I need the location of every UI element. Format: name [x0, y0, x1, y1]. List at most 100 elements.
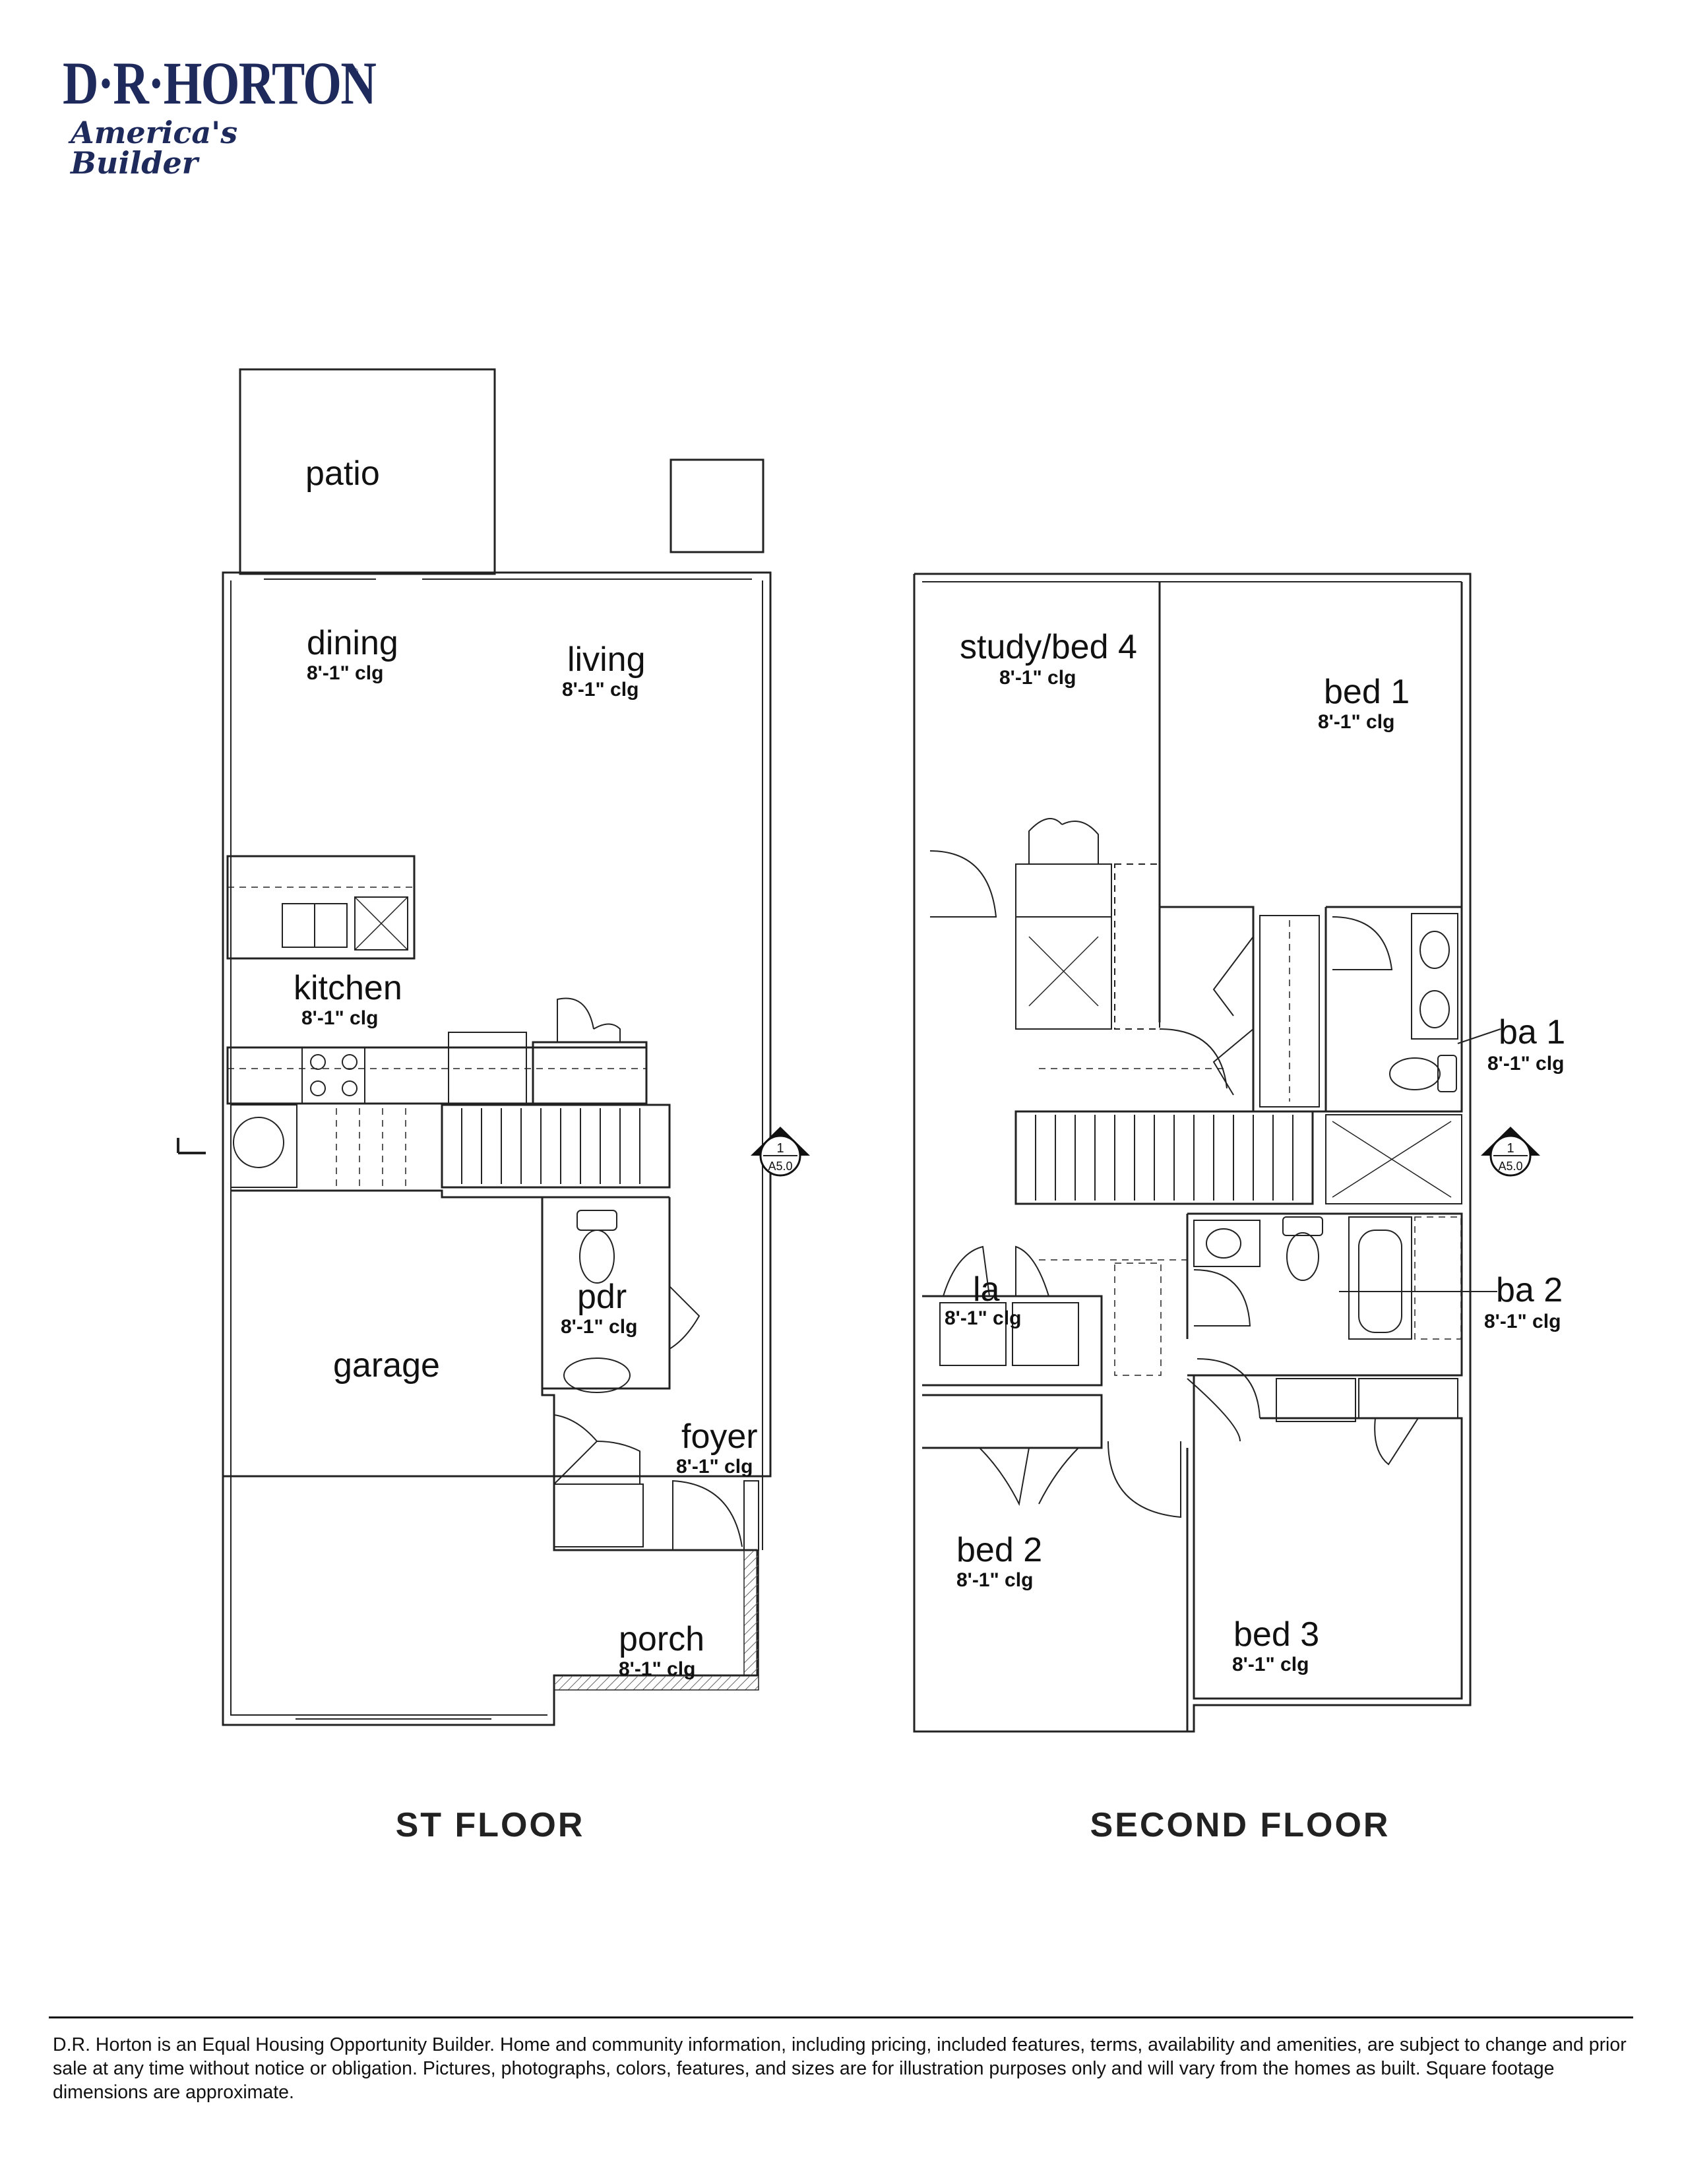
- label-bed3: bed 3: [1233, 1615, 1319, 1654]
- brand-registered-mark: ®: [352, 66, 359, 77]
- label-garage: garage: [333, 1346, 440, 1385]
- ba2-tub-inner: [1358, 1230, 1402, 1333]
- section-sheet-second: A5.0: [1498, 1160, 1522, 1173]
- burner-3: [310, 1080, 326, 1096]
- label-la: la: [973, 1270, 1000, 1309]
- water-heater-closet: [230, 1104, 297, 1188]
- pantry-door-swing: [557, 997, 594, 1042]
- label-pdr-clg: 8'-1" clg: [561, 1316, 637, 1338]
- porch-hatch-bottom: [553, 1675, 759, 1691]
- kitchen-island: [226, 855, 416, 960]
- ba2-tub: [1348, 1216, 1412, 1340]
- label-dining: dining: [307, 624, 398, 662]
- bed2-closet-door-2: [1038, 1447, 1079, 1505]
- bed1-closet-door-2: [1212, 1028, 1254, 1096]
- bed2-closet-door: [979, 1447, 1030, 1507]
- label-bed1-clg: 8'-1" clg: [1318, 711, 1394, 733]
- label-bed2-clg: 8'-1" clg: [956, 1569, 1033, 1591]
- burner-2: [342, 1054, 358, 1070]
- label-ba1: ba 1: [1499, 1013, 1565, 1051]
- first-floor-outer-wall: [222, 573, 759, 1726]
- label-bed2: bed 2: [956, 1531, 1042, 1569]
- label-bed1: bed 1: [1324, 673, 1410, 711]
- label-ba2: ba 2: [1496, 1271, 1563, 1309]
- bed1-bottom-wall: [1160, 906, 1255, 1111]
- burner-1: [310, 1054, 326, 1070]
- brand-tagline: America's Builder: [71, 115, 238, 181]
- powder-room-wall: [541, 1197, 671, 1390]
- floor-plans: patio dining 8'-1" clg living 8'-1" clg …: [177, 368, 1565, 1733]
- label-foyer-clg: 8'-1" clg: [676, 1456, 753, 1478]
- label-study-clg: 8'-1" clg: [999, 667, 1076, 689]
- ac-pad: [670, 458, 764, 553]
- label-ba1-clg: 8'-1" clg: [1487, 1053, 1564, 1075]
- study-closet-door-2: [1061, 821, 1099, 864]
- first-floor-title: ST FLOOR: [395, 1806, 585, 1844]
- laundry-door-2: [1015, 1245, 1049, 1297]
- bed3-closet: [1276, 1378, 1356, 1422]
- ba1-sink-1: [1419, 931, 1450, 969]
- patio-slab: [239, 368, 496, 575]
- second-floor-stairs: [1014, 1110, 1314, 1205]
- study-closet-door: [1028, 818, 1063, 864]
- kitchen-counter: [226, 1046, 648, 1105]
- refrigerator: [448, 1032, 527, 1104]
- ba2-closet: [1358, 1378, 1458, 1419]
- dryer: [1012, 1302, 1079, 1366]
- toilet-tank-pdr: [576, 1210, 617, 1231]
- study-closet: [1015, 863, 1112, 918]
- second-floor-title: SECOND FLOOR: [1090, 1806, 1390, 1844]
- closet-door-swing-2: [596, 1441, 640, 1484]
- laundry-door: [943, 1245, 990, 1297]
- label-bed3-clg: 8'-1" clg: [1232, 1654, 1309, 1675]
- second-floor-plan: [913, 573, 1540, 1733]
- label-porch: porch: [619, 1620, 704, 1658]
- label-living-clg: 8'-1" clg: [562, 679, 639, 701]
- label-study: study/bed 4: [960, 628, 1137, 666]
- section-number-first: 1: [776, 1141, 784, 1156]
- label-kitchen-clg: 8'-1" clg: [301, 1007, 378, 1029]
- coat-closet: [553, 1483, 644, 1547]
- pdr-sink: [563, 1357, 631, 1393]
- pantry-wall: [532, 1041, 648, 1105]
- foyer-closet-wall: [541, 1388, 757, 1551]
- second-stair-treads: [1035, 1115, 1293, 1201]
- footer-divider: [49, 2016, 1633, 2018]
- label-porch-clg: 8'-1" clg: [619, 1658, 695, 1680]
- ba1-door-swing: [1332, 916, 1393, 970]
- porch-hatch-side: [743, 1549, 759, 1676]
- brand-name: D·R·HORTON: [63, 49, 377, 117]
- front-door-sidelight: [743, 1480, 759, 1551]
- closet-door-swing: [553, 1414, 598, 1485]
- label-la-clg: 8'-1" clg: [945, 1307, 1021, 1329]
- water-heater: [233, 1117, 284, 1168]
- label-pdr: pdr: [577, 1278, 627, 1316]
- second-floor-exterior: [913, 573, 1472, 1733]
- disclaimer-text: D.R. Horton is an Equal Housing Opportun…: [53, 2034, 1627, 2103]
- bed1-closet: [1259, 915, 1320, 1108]
- study-door-swing: [929, 850, 997, 918]
- pdr-door-swing: [669, 1286, 701, 1350]
- range: [301, 1047, 365, 1104]
- ba2-toilet-bowl: [1286, 1232, 1319, 1281]
- label-patio: patio: [305, 454, 380, 493]
- ba1-leader: [1457, 1028, 1501, 1044]
- bed2-door-swing: [1107, 1441, 1181, 1518]
- label-dining-clg: 8'-1" clg: [307, 662, 383, 684]
- garage-wall: [231, 1189, 670, 1199]
- pantry-door-swing-2: [593, 1023, 621, 1042]
- ba1-shower: [1325, 1114, 1462, 1204]
- dishwasher-x2: [354, 896, 408, 951]
- first-floor-inner-wall: [230, 580, 547, 1716]
- ba1-vanity: [1411, 913, 1458, 1040]
- label-living: living: [567, 640, 646, 679]
- burner-4: [342, 1080, 358, 1096]
- hall-door-swing: [1159, 1028, 1228, 1089]
- ba1-shower-x2: [1332, 1121, 1452, 1198]
- front-door-swing: [672, 1480, 743, 1550]
- hall-shower: [1015, 916, 1112, 1030]
- dishwasher: [354, 896, 408, 951]
- ba2-sink: [1206, 1228, 1241, 1259]
- section-sheet-first: A5.0: [768, 1160, 792, 1173]
- section-marker-first: [751, 1127, 810, 1177]
